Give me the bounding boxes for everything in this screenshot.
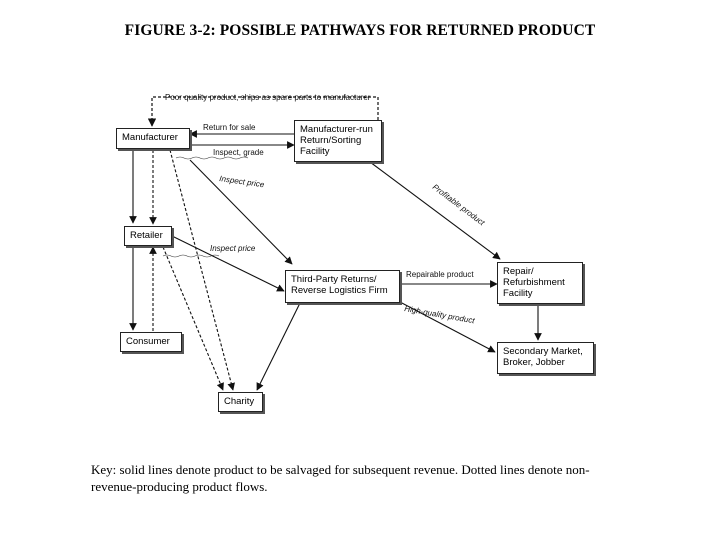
figure-title: FIGURE 3-2: POSSIBLE PATHWAYS FOR RETURN… bbox=[124, 22, 596, 39]
node-retailer-label: Retailer bbox=[130, 230, 163, 241]
edge-retailer-charity bbox=[162, 246, 224, 391]
label-repairable-product: Repairable product bbox=[406, 270, 474, 279]
label-inspect-price-2: Inspect price bbox=[210, 244, 256, 253]
node-consumer: Consumer bbox=[120, 332, 182, 352]
edge-retailer-third-party bbox=[171, 235, 285, 292]
squiggle-2 bbox=[162, 254, 220, 258]
edge-third-party-charity bbox=[256, 302, 301, 391]
node-charity-label: Charity bbox=[224, 396, 255, 407]
node-third-party: Third-Party Returns/ Reverse Logistics F… bbox=[285, 270, 400, 303]
edge-third-party-secondary bbox=[399, 301, 496, 353]
node-return-facility: Manufacturer-run Return/Sorting Facility bbox=[294, 120, 382, 162]
node-repair-label: Repair/ Refurbishment Facility bbox=[503, 266, 565, 299]
node-charity: Charity bbox=[218, 392, 263, 412]
node-secondary-market-label: Secondary Market, Broker, Jobber bbox=[503, 346, 583, 368]
node-manufacturer-label: Manufacturer bbox=[122, 132, 178, 143]
label-return-for-sale: Return for sale bbox=[203, 123, 256, 132]
squiggle-1 bbox=[175, 156, 249, 160]
edge-manufacturer-charity bbox=[169, 149, 235, 391]
edge-poor-quality bbox=[147, 96, 379, 127]
label-high-quality-product: High-quality product bbox=[404, 304, 476, 325]
node-return-facility-label: Manufacturer-run Return/Sorting Facility bbox=[300, 124, 373, 157]
node-manufacturer: Manufacturer bbox=[116, 128, 190, 149]
label-inspect-grade: Inspect, grade bbox=[213, 148, 264, 157]
diagram-key: Key: solid lines denote product to be sa… bbox=[91, 462, 590, 494]
label-profitable-product: Profitable product bbox=[431, 182, 487, 227]
node-secondary-market: Secondary Market, Broker, Jobber bbox=[497, 342, 594, 374]
edge-facility-repair bbox=[369, 161, 501, 260]
label-inspect-price-1: Inspect price bbox=[219, 174, 266, 189]
label-poor-quality: Poor quality product, ships as spare par… bbox=[165, 93, 371, 102]
node-repair: Repair/ Refurbishment Facility bbox=[497, 262, 583, 304]
node-retailer: Retailer bbox=[124, 226, 172, 246]
node-consumer-label: Consumer bbox=[126, 336, 170, 347]
edge-manufacturer-third-party bbox=[189, 159, 293, 265]
node-third-party-label: Third-Party Returns/ Reverse Logistics F… bbox=[291, 274, 388, 296]
